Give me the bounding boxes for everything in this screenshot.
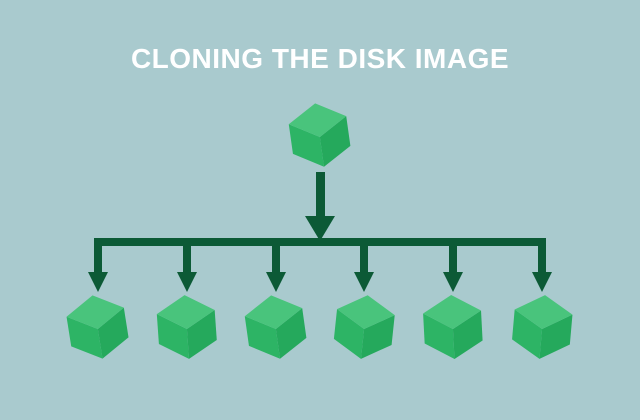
clone-arrow-2 bbox=[177, 238, 197, 292]
clone-arrow-5 bbox=[443, 238, 463, 292]
clone-cube-4 bbox=[332, 292, 397, 362]
source-disk-image-cube bbox=[286, 99, 353, 171]
clone-cube-3 bbox=[242, 291, 309, 363]
clone-arrow-4 bbox=[354, 238, 374, 292]
main-clone-arrow bbox=[305, 172, 335, 241]
clone-cube-6 bbox=[510, 292, 574, 362]
clone-cube-1 bbox=[63, 290, 132, 364]
distribution-bar bbox=[94, 238, 546, 246]
clone-arrow-1 bbox=[88, 238, 108, 292]
clone-arrow-3 bbox=[266, 238, 286, 292]
main-arrow-shaft bbox=[316, 172, 325, 220]
clone-cube-5 bbox=[422, 293, 484, 361]
diagram-title: CLONING THE DISK IMAGE bbox=[130, 43, 510, 74]
main-arrow-head bbox=[305, 216, 335, 241]
clone-arrow-6 bbox=[532, 238, 552, 292]
clone-cube-2 bbox=[155, 293, 218, 361]
